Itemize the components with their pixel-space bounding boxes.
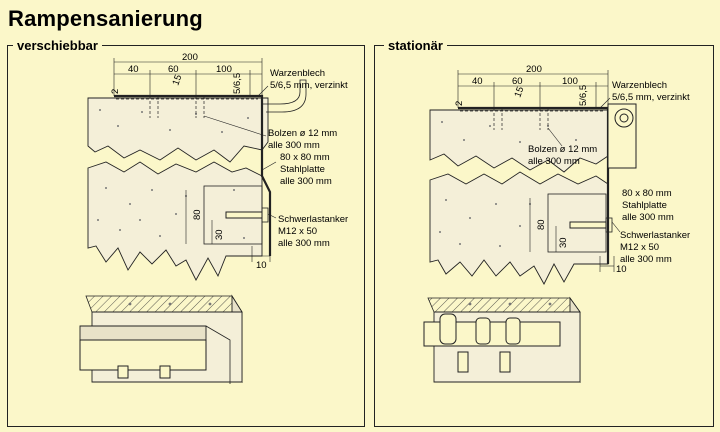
dimension-labels-left: 200 40 60 100 2 15 5/6,5 80 30 10 xyxy=(110,52,267,271)
panel-label-verschiebbar: verschiebbar xyxy=(13,38,102,53)
dim-10-left: 10 xyxy=(256,260,267,271)
anchor-right xyxy=(569,221,607,229)
dimension-lines-left xyxy=(113,58,271,262)
plate-top-right xyxy=(427,297,581,313)
panel-label-stationaer: stationär xyxy=(384,38,447,53)
svg-text:Warzenblech: Warzenblech xyxy=(612,80,667,91)
anchor-head-left-1 xyxy=(117,365,129,379)
dim-30-left: 30 xyxy=(214,229,225,240)
anchor-nut-right xyxy=(605,217,613,233)
dim-80-left: 80 xyxy=(192,209,203,220)
isometric-view-right xyxy=(423,296,581,384)
dim-60-left: 60 xyxy=(168,64,179,75)
dim-15-left: 15 xyxy=(170,73,184,87)
svg-text:5/6,5: 5/6,5 xyxy=(578,85,589,106)
leader-lines-left xyxy=(203,85,277,219)
svg-text:80 x 80 mm: 80 x 80 mm xyxy=(622,188,672,199)
svg-text:5/6,5 mm, verzinkt: 5/6,5 mm, verzinkt xyxy=(270,80,348,91)
anchor-head-left-2 xyxy=(159,365,171,379)
annotations-right: Warzenblech 5/6,5 mm, verzinkt Bolzen ø … xyxy=(528,80,690,265)
svg-text:Schwerlastanker: Schwerlastanker xyxy=(278,214,348,225)
svg-text:80: 80 xyxy=(536,219,547,230)
concrete-lower-right xyxy=(429,171,609,285)
checker-plate-left xyxy=(114,94,272,256)
svg-text:80 x 80 mm: 80 x 80 mm xyxy=(280,152,330,163)
profile-end-left xyxy=(205,325,231,384)
svg-text:30: 30 xyxy=(558,237,569,248)
svg-text:Warzenblech: Warzenblech xyxy=(270,68,325,79)
annotations-left: Warzenblech 5/6,5 mm, verzinkt Bolzen ø … xyxy=(268,68,348,249)
svg-text:M12 x 50: M12 x 50 xyxy=(278,226,317,237)
svg-text:2: 2 xyxy=(454,101,465,106)
hinge-knuckle-right-1 xyxy=(439,313,457,345)
svg-text:Bolzen ø 12 mm: Bolzen ø 12 mm xyxy=(268,128,337,139)
dimension-lines-right xyxy=(457,70,615,272)
svg-text:40: 40 xyxy=(472,76,483,87)
svg-text:alle 300 mm: alle 300 mm xyxy=(620,254,672,265)
svg-text:Stahlplatte: Stahlplatte xyxy=(622,200,667,211)
dim-200-left: 200 xyxy=(182,52,198,63)
svg-text:Stahlplatte: Stahlplatte xyxy=(280,164,325,175)
anchor-left xyxy=(225,211,263,219)
dim-2-left: 2 xyxy=(110,89,121,94)
anchor-head-right-1 xyxy=(457,351,469,373)
svg-text:5/6,5 mm, verzinkt: 5/6,5 mm, verzinkt xyxy=(612,92,690,103)
dim-100-left: 100 xyxy=(216,64,232,75)
leader-lines-right xyxy=(547,97,621,233)
panel-verschiebbar xyxy=(7,45,365,427)
dimension-labels-right: 200 40 60 100 2 15 5/6,5 80 30 10 xyxy=(454,64,627,275)
svg-text:alle 300 mm: alle 300 mm xyxy=(268,140,320,151)
studs-left xyxy=(149,96,205,118)
svg-text:M12 x 50: M12 x 50 xyxy=(620,242,659,253)
section-drawing-right xyxy=(429,70,637,285)
dim-565-left: 5/6,5 xyxy=(232,73,243,94)
svg-text:10: 10 xyxy=(616,264,627,275)
dim-40-left: 40 xyxy=(128,64,139,75)
svg-text:alle 300 mm: alle 300 mm xyxy=(280,176,332,187)
section-drawing-left xyxy=(87,58,307,281)
concrete-lower-left xyxy=(87,161,263,281)
profile-lip-left xyxy=(79,325,207,341)
svg-text:60: 60 xyxy=(512,76,523,87)
hinge-knuckle-right-2 xyxy=(475,317,491,345)
anchor-nut-left xyxy=(261,207,269,223)
svg-text:Bolzen ø 12 mm: Bolzen ø 12 mm xyxy=(528,144,597,155)
svg-text:15: 15 xyxy=(512,85,526,99)
svg-text:Schwerlastanker: Schwerlastanker xyxy=(620,230,690,241)
sliding-bracket-left xyxy=(262,79,307,113)
isometric-view-left xyxy=(79,294,243,384)
svg-text:alle 300 mm: alle 300 mm xyxy=(528,156,580,167)
concrete-upper-left xyxy=(87,97,269,163)
svg-text:100: 100 xyxy=(562,76,578,87)
svg-text:alle 300 mm: alle 300 mm xyxy=(622,212,674,223)
panel-stationaer xyxy=(374,45,714,427)
profile-face-left xyxy=(79,339,207,371)
concrete-upper-right xyxy=(429,109,609,173)
page-title: Rampensanierung xyxy=(8,6,203,31)
studs-right xyxy=(493,108,549,130)
plate-top-left xyxy=(85,295,243,313)
hinge-pin-inner-right xyxy=(619,113,629,123)
anchor-head-right-2 xyxy=(499,351,511,373)
svg-text:alle 300 mm: alle 300 mm xyxy=(278,238,330,249)
svg-text:200: 200 xyxy=(526,64,542,75)
hinge-knuckle-right-3 xyxy=(505,317,521,345)
